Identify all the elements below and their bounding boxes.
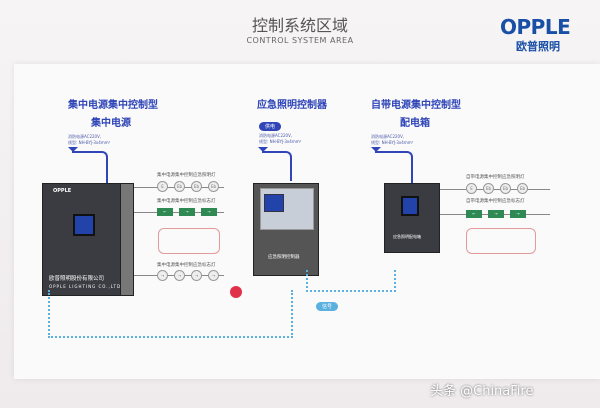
left-power-note: 消防电源AC220V,线型: NH-BYJ-3x4mm² bbox=[68, 134, 111, 145]
arrow-icon bbox=[68, 147, 78, 152]
cabinet-display bbox=[73, 214, 95, 236]
left-title-1: 集中电源集中控制型 bbox=[68, 100, 158, 111]
circuit-label: 自带电源集中控制应急标志灯 bbox=[466, 199, 525, 204]
left-title-2: 集中电源 bbox=[91, 118, 131, 129]
power-line bbox=[375, 151, 413, 183]
floor-indicator-box bbox=[466, 228, 536, 254]
circuit-label: 自带电源集中控制应急照明灯 bbox=[466, 175, 525, 180]
right-power-note: 消防电源AC220V,线型: NH-BYJ-3x4mm² bbox=[371, 134, 414, 145]
power-line bbox=[262, 151, 292, 181]
opple-logo: OPPLE bbox=[500, 15, 571, 39]
alarm-bell-icon bbox=[230, 286, 242, 298]
sign-row: ←→→ bbox=[157, 208, 217, 216]
area-title: 控制系统区域 bbox=[251, 16, 348, 35]
signal-line bbox=[306, 270, 396, 292]
power-line bbox=[72, 151, 108, 185]
middle-title: 应急照明控制器 bbox=[257, 100, 327, 111]
circuit-label: 集中电源集中控制应急标志灯 bbox=[157, 263, 216, 268]
signal-line bbox=[48, 290, 293, 338]
arrow-lamp-row: →→→→ bbox=[157, 270, 219, 281]
emergency-distribution-box: 应急照明配电箱 bbox=[384, 183, 440, 253]
floor-indicator-box bbox=[158, 228, 220, 254]
right-title-2: 配电箱 bbox=[400, 118, 430, 129]
arrow-icon bbox=[258, 147, 268, 152]
opple-logo-cn: 欧普照明 bbox=[516, 40, 560, 53]
emergency-lighting-controller: 应急照明控制器 bbox=[253, 183, 319, 276]
central-power-cabinet: OPPLE 欧普照明股份有限公司 OPPLE LIGHTING CO.,LTD bbox=[42, 183, 134, 296]
circuit-label: 集中电源集中控制应急标志灯 bbox=[157, 199, 216, 204]
arrow-icon bbox=[371, 147, 381, 152]
cabinet-side bbox=[120, 183, 134, 296]
power-pill: 供电 bbox=[259, 122, 282, 131]
watermark: 头条 @ChinaFire bbox=[430, 384, 534, 399]
sign-row: ←→→ bbox=[466, 210, 526, 218]
right-title-1: 自带电源集中控制型 bbox=[371, 100, 461, 111]
middle-power-note: 消防电源AC220V,线型: NH-BYJ-3x4mm² bbox=[259, 133, 302, 144]
circuit-label: 集中电源集中控制应急照明灯 bbox=[157, 173, 216, 178]
signal-pill: 信号 bbox=[316, 302, 339, 311]
area-subtitle: CONTROL SYSTEM AREA bbox=[246, 36, 354, 45]
